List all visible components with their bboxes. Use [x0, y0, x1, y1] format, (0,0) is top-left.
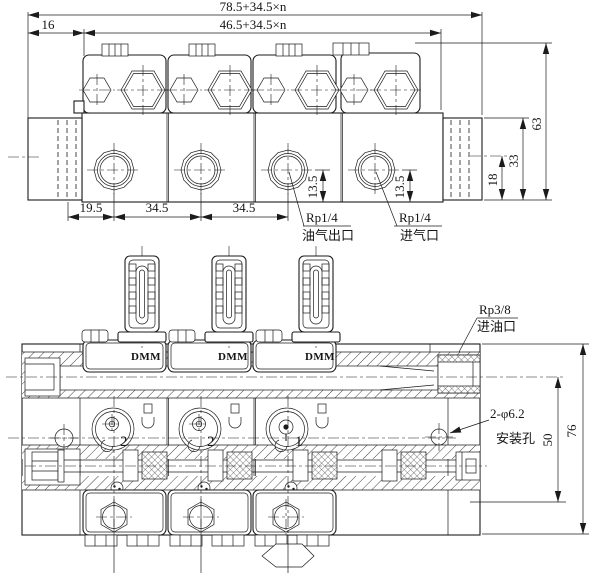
dim-total-height: 63 — [529, 118, 544, 131]
thread-hatch — [437, 354, 481, 363]
coupler-nut-icon — [381, 449, 427, 482]
dim-end-plate-height: 33 — [506, 155, 521, 168]
top-plug-icon — [101, 43, 129, 57]
position-label-2b: 2 — [207, 434, 215, 450]
outlet-thread-label: Rp1/4 — [306, 210, 338, 225]
dim-section-total-height: 76 — [564, 424, 579, 438]
lower-blocks — [82, 489, 337, 536]
foot-icon — [211, 534, 245, 547]
foot-icon — [126, 534, 160, 547]
oil-inlet-thread-label: Rp3/8 — [479, 302, 511, 317]
dmm-label-1: DMM — [131, 351, 161, 363]
position-label-2a: 2 — [120, 434, 128, 450]
outlet-name-label: 油气出口 — [302, 228, 354, 243]
inlet-name-label: 进气口 — [400, 228, 439, 243]
dim-overall-length: 78.5+34.5×n — [220, 0, 287, 14]
fill-plug-icon — [81, 329, 109, 343]
dim-side-port-height: 18 — [485, 174, 500, 187]
end-plate-right — [442, 117, 483, 201]
dim-first-port-offset: 19.5 — [80, 200, 103, 215]
dmm-label-2: DMM — [218, 351, 248, 363]
indicator-tower-icon — [291, 245, 341, 349]
dim-port-pitch-a: 34.5 — [146, 200, 169, 215]
foot-icon — [84, 534, 118, 547]
mount-hole-spec-label: 2-φ6.2 — [490, 406, 525, 421]
coupler-nut-icon — [207, 449, 253, 482]
dmm-blocks: DMM DMM DMM — [82, 339, 337, 373]
dim-block-length: 46.5+34.5×n — [220, 17, 287, 32]
coupler-nut-icon — [292, 449, 338, 482]
section-dimensions: 50 76 — [470, 343, 589, 535]
fill-plug-icon — [168, 329, 196, 343]
oil-inlet-name-label: 进油口 — [477, 319, 516, 334]
coupler-nut-icon — [122, 449, 168, 482]
dmm-label-3: DMM — [305, 351, 335, 363]
indicator-tower-icon — [117, 245, 167, 349]
dim-end-plate-width: 16 — [42, 17, 56, 32]
top-view: 78.5+34.5×n 46.5+34.5×n 16 19.5 34.5 34.… — [8, 0, 552, 243]
side-tab — [73, 100, 85, 114]
dim-outlet-port-height: 13.5 — [305, 176, 320, 199]
fill-plug-icon — [255, 329, 283, 343]
position-label-1: 1 — [295, 434, 303, 450]
dim-port-pitch-b: 34.5 — [233, 200, 256, 215]
tie-rod — [25, 449, 487, 483]
dim-inlet-port-height: 13.5 — [392, 176, 407, 199]
top-plug-icon — [275, 43, 303, 57]
end-plate-left — [27, 117, 83, 201]
top-plug-icon — [188, 43, 216, 57]
top-view-dimensions: 78.5+34.5×n 46.5+34.5×n 16 19.5 34.5 34.… — [27, 0, 552, 221]
thread-hatch — [437, 385, 481, 394]
port-labels: Rp1/4 油气出口 Rp1/4 进气口 — [288, 171, 442, 243]
section-labels: Rp3/8 进油口 2-φ6.2 安装孔 — [449, 302, 535, 446]
dim-bore-to-base: 50 — [540, 434, 555, 447]
section-view: DMM DMM DMM 2 2 1 — [6, 245, 589, 573]
indicator-tower-icon — [204, 245, 254, 349]
mount-hole-name-label: 安装孔 — [496, 431, 535, 446]
inlet-thread-label: Rp1/4 — [399, 210, 431, 225]
foot-icon — [169, 534, 203, 547]
